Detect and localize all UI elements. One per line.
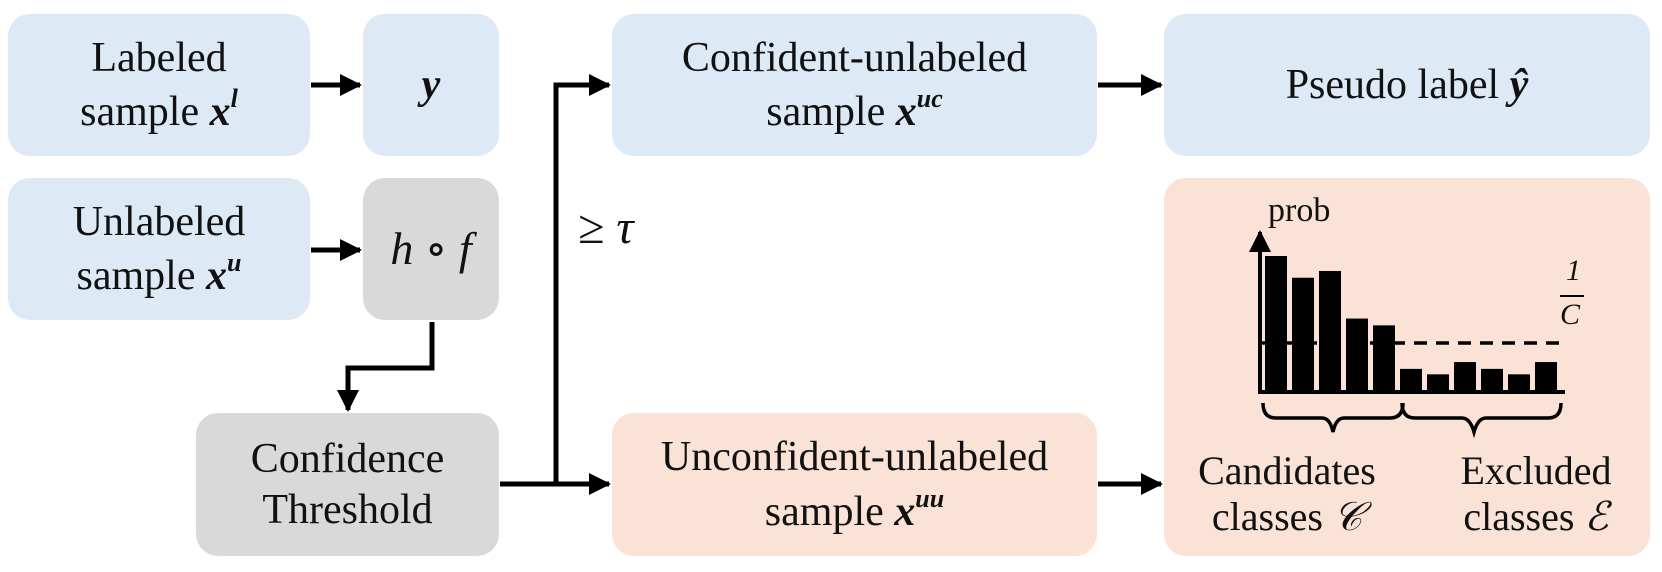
confidence-threshold-box: Confidence Threshold xyxy=(196,413,499,556)
unconfident-sup: uu xyxy=(915,483,945,513)
prob-bar xyxy=(1508,374,1530,392)
unconfident-line1: Unconfident-unlabeled xyxy=(660,434,1049,481)
tau-label: ≥ τ xyxy=(578,201,634,254)
pseudo-label-var: ŷ xyxy=(1509,61,1529,108)
excluded-line2: classes xyxy=(1463,494,1575,539)
unlabeled-sample-box: Unlabeled sample xu xyxy=(8,178,310,320)
prob-bar xyxy=(1265,256,1287,392)
arrow-hf-to-threshold xyxy=(337,322,435,412)
labeled-var: x xyxy=(209,89,231,135)
unconfident-unlabeled-box: Unconfident-unlabeled sample xuu xyxy=(612,413,1097,556)
y-label: y xyxy=(421,61,441,108)
confident-sup: uc xyxy=(916,84,943,113)
pseudo-label-box: Pseudo label ŷ xyxy=(1164,14,1650,156)
prob-bar xyxy=(1319,270,1341,392)
excluded-var: ℰ xyxy=(1584,494,1609,539)
confident-line2: sample xyxy=(766,89,886,135)
candidates-label: Candidates classes 𝒞 xyxy=(1178,448,1396,540)
confidence-line1: Confidence xyxy=(250,436,445,483)
confident-unlabeled-box: Confident-unlabeled sample xuc xyxy=(612,14,1097,156)
arrow-to-confident xyxy=(553,74,611,484)
candidates-line2: classes xyxy=(1211,494,1323,539)
confident-line1: Confident-unlabeled xyxy=(681,34,1028,81)
hf-label: h ∘ f xyxy=(390,223,472,275)
unlabeled-line2: sample xyxy=(76,253,196,299)
prob-bar xyxy=(1346,318,1368,392)
excluded-line1: Excluded xyxy=(1460,448,1612,493)
unlabeled-sup: u xyxy=(227,248,242,277)
threshold-num: 1 xyxy=(1566,254,1581,287)
threshold-den: C xyxy=(1560,298,1581,331)
excluded-label: Excluded classes ℰ xyxy=(1436,448,1636,540)
y-box: y xyxy=(363,14,499,156)
candidates-line2-row: classes 𝒞 xyxy=(1178,494,1396,540)
prob-chart-box xyxy=(1164,178,1650,556)
prob-bar xyxy=(1535,362,1557,392)
prob-axis-label: prob xyxy=(1268,192,1331,229)
confident-var: x xyxy=(895,89,917,135)
prob-bar xyxy=(1427,374,1449,392)
prob-bar xyxy=(1373,325,1395,392)
prob-bar xyxy=(1481,368,1503,392)
confident-line2-row: sample xuc xyxy=(766,83,942,137)
unconfident-var: x xyxy=(894,488,916,535)
unconfident-line2: sample xyxy=(764,488,884,535)
prob-bar xyxy=(1454,362,1476,392)
unlabeled-line1: Unlabeled xyxy=(72,198,246,245)
excluded-line2-row: classes ℰ xyxy=(1436,494,1636,540)
candidates-var: 𝒞 xyxy=(1332,494,1363,539)
unconfident-line2-row: sample xuu xyxy=(765,483,944,537)
candidates-line1: Candidates xyxy=(1198,448,1376,493)
hf-box: h ∘ f xyxy=(363,178,499,320)
labeled-line2-row: sample xl xyxy=(80,83,238,137)
labeled-sample-box: Labeled sample xl xyxy=(8,14,310,156)
confidence-line2: Threshold xyxy=(262,486,433,533)
labeled-line1: Labeled xyxy=(91,34,227,81)
pseudo-label-text: Pseudo label xyxy=(1285,61,1500,108)
unlabeled-line2-row: sample xu xyxy=(77,247,242,301)
labeled-line2: sample xyxy=(80,89,200,135)
excluded-brace xyxy=(1400,402,1563,439)
prob-bar xyxy=(1400,368,1422,392)
chart-bars xyxy=(1265,256,1557,392)
labeled-sup: l xyxy=(230,84,238,113)
unlabeled-var: x xyxy=(206,253,227,299)
candidates-brace xyxy=(1261,402,1405,433)
pseudo-label-row: Pseudo label ŷ xyxy=(1286,60,1529,110)
prob-bar xyxy=(1292,277,1314,392)
